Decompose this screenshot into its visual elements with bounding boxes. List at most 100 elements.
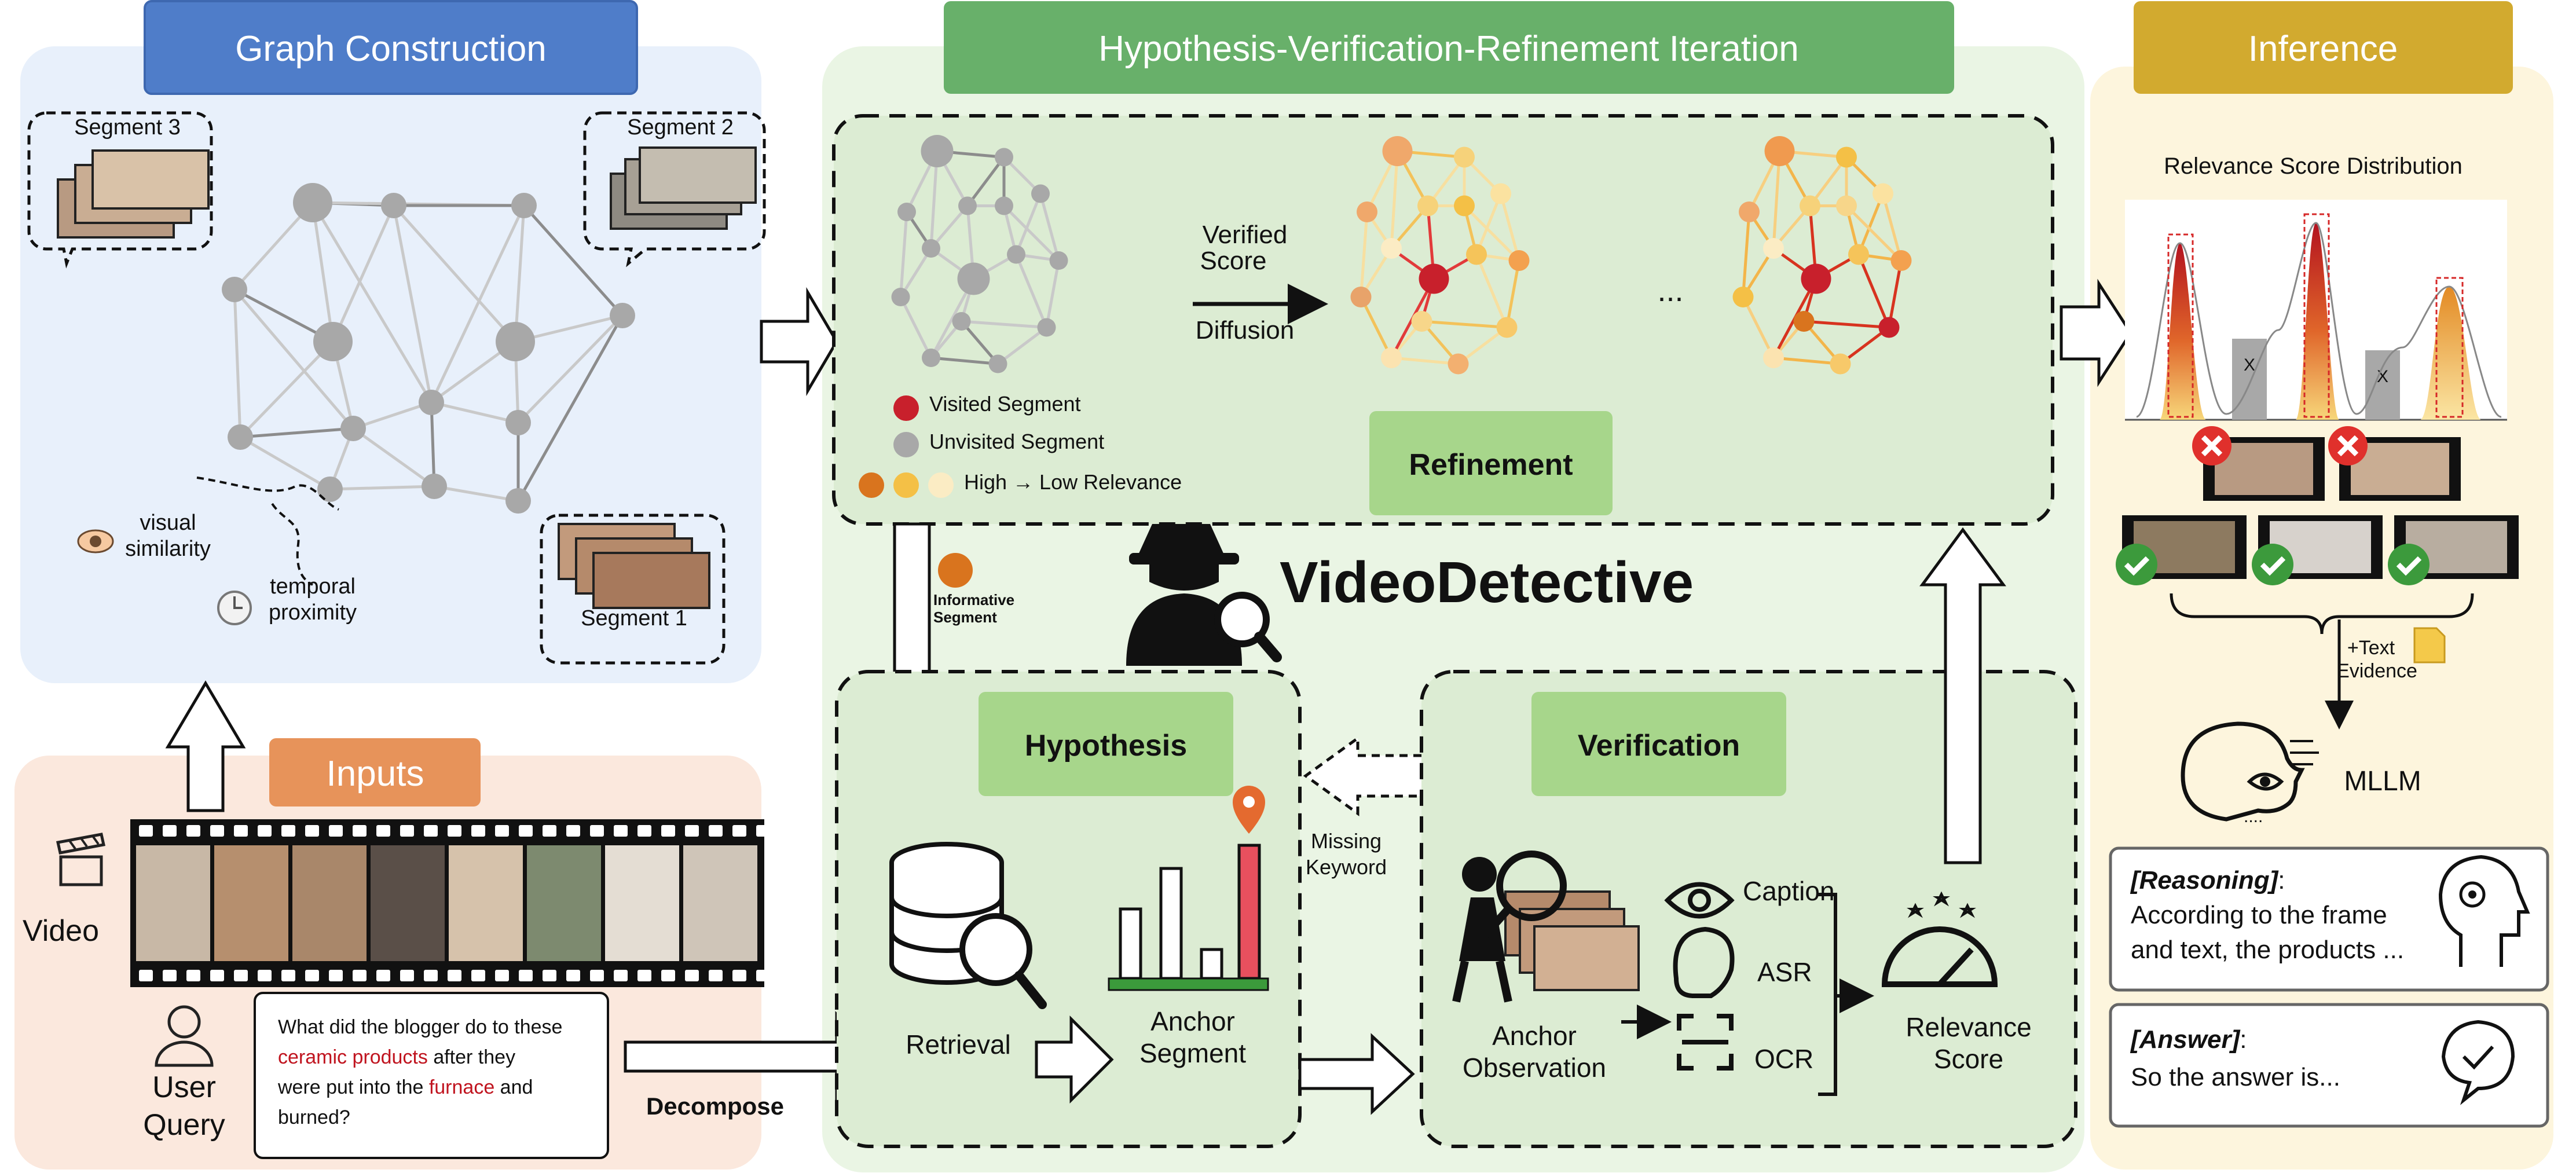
query-box <box>254 992 609 1159</box>
refinement-graph-diffused <box>1350 136 1530 375</box>
database-search-icon <box>889 842 1047 1009</box>
refinement-node <box>1801 263 1831 294</box>
gc-edge <box>393 204 516 343</box>
film-hole <box>210 825 224 837</box>
film-frame <box>136 845 210 961</box>
refinement-edge <box>1463 204 1520 262</box>
refinement-node <box>1419 263 1449 294</box>
svg-text:X: X <box>2244 355 2255 375</box>
refinement-node <box>897 203 916 221</box>
hvr-header: Hypothesis-Verification-Refinement Itera… <box>944 1 1954 94</box>
retrieval-to-anchor-arrow <box>1035 1015 1114 1104</box>
diffusion-label: Diffusion <box>1196 316 1294 344</box>
film-hole <box>400 825 414 837</box>
informative-label: Informative <box>933 591 1014 609</box>
film-hole <box>305 825 319 837</box>
film-hole <box>448 825 461 837</box>
svg-text:....: .... <box>2244 807 2263 826</box>
informative-segment-dot <box>938 553 973 588</box>
reasoning-line-2: and text, the products ... <box>2131 936 2404 964</box>
refinement-node <box>1382 136 1413 166</box>
film-frame <box>371 845 445 961</box>
refinement-node <box>995 148 1013 167</box>
film-hole <box>590 825 604 837</box>
refinement-edge <box>1014 254 1048 328</box>
refinement-edge <box>1772 151 1781 249</box>
film-hole <box>353 825 367 837</box>
film-sprocket-holes <box>139 825 770 981</box>
gc-node <box>317 476 343 502</box>
film-hole <box>732 825 746 837</box>
film-hole <box>186 970 200 981</box>
refinement-node <box>922 349 940 367</box>
gc-edge <box>352 427 435 488</box>
score-label: Score <box>1200 247 1267 275</box>
gc-node <box>610 303 635 328</box>
film-frame <box>449 845 523 961</box>
observation-label: Observation <box>1463 1053 1606 1083</box>
verification-label-box <box>1531 692 1786 796</box>
hypothesis-label-box <box>979 692 1233 796</box>
film-hole <box>661 970 675 981</box>
film-hole <box>305 970 319 981</box>
anchor-to-verification-arrow <box>1298 1033 1415 1115</box>
film-hole <box>163 825 177 837</box>
brain-head-icon <box>2438 855 2530 967</box>
refinement-node <box>1411 311 1432 332</box>
legend-mid-dot <box>893 472 919 498</box>
refinement-edge <box>899 296 933 359</box>
score-word-label: Score <box>1934 1044 2003 1074</box>
film-hole <box>756 970 770 981</box>
temporal-proximity-connector <box>271 503 313 586</box>
answer-title: [Answer]: <box>2130 1025 2247 1054</box>
refinement-edge <box>1390 151 1399 249</box>
refinement-node <box>1466 244 1487 265</box>
gc-edge <box>239 435 331 491</box>
film-hole <box>519 825 533 837</box>
film-hole <box>281 825 295 837</box>
gc-node <box>419 390 444 415</box>
refinement-node <box>988 354 1007 373</box>
refinement-edge <box>899 211 908 298</box>
refinement-edge <box>1857 193 1885 255</box>
film-hole <box>400 970 414 981</box>
gc-edge <box>430 204 526 404</box>
gc-node <box>293 183 332 222</box>
refinement-edge <box>899 247 933 298</box>
relevance-label: Relevance <box>1906 1012 2031 1042</box>
proximity-label: proximity <box>269 600 357 625</box>
refinement-label: Refinement <box>1409 448 1573 482</box>
mllm-label: MLLM <box>2344 766 2421 797</box>
iteration-ellipsis: ... <box>1657 273 1683 308</box>
segment2-label: Segment 2 <box>627 115 734 140</box>
decompose-label: Decompose <box>646 1093 784 1120</box>
gc-edge <box>514 205 526 342</box>
film-hole <box>139 825 153 837</box>
ear-icon <box>1673 926 1735 998</box>
film-hole <box>258 970 272 981</box>
film-hole <box>685 825 699 837</box>
film-hole <box>163 970 177 981</box>
graph-construction-title: Graph Construction <box>235 29 547 69</box>
refinement-edge <box>1742 296 1775 359</box>
film-hole <box>566 825 580 837</box>
query-line: What did the blogger do to these <box>278 1016 562 1038</box>
gc-edge <box>311 202 335 342</box>
film-hole <box>424 970 438 981</box>
film-hole <box>637 970 651 981</box>
refinement-node <box>1878 317 1900 338</box>
reasoning-box <box>2109 846 2549 992</box>
verification-to-refinement-arrow <box>1919 527 2006 864</box>
refinement-node <box>1793 311 1815 332</box>
refinement-node <box>1763 238 1784 259</box>
gc-node <box>496 322 535 361</box>
refinement-edge <box>1475 193 1503 255</box>
refinement-node <box>1049 251 1068 270</box>
refinement-edge <box>1475 254 1508 328</box>
gc-to-hvr-arrow <box>760 287 838 397</box>
film-hole <box>353 970 367 981</box>
refinement-graph-iterated <box>1732 136 1912 375</box>
film-hole <box>234 970 248 981</box>
up-arrow-inputs <box>165 680 246 812</box>
